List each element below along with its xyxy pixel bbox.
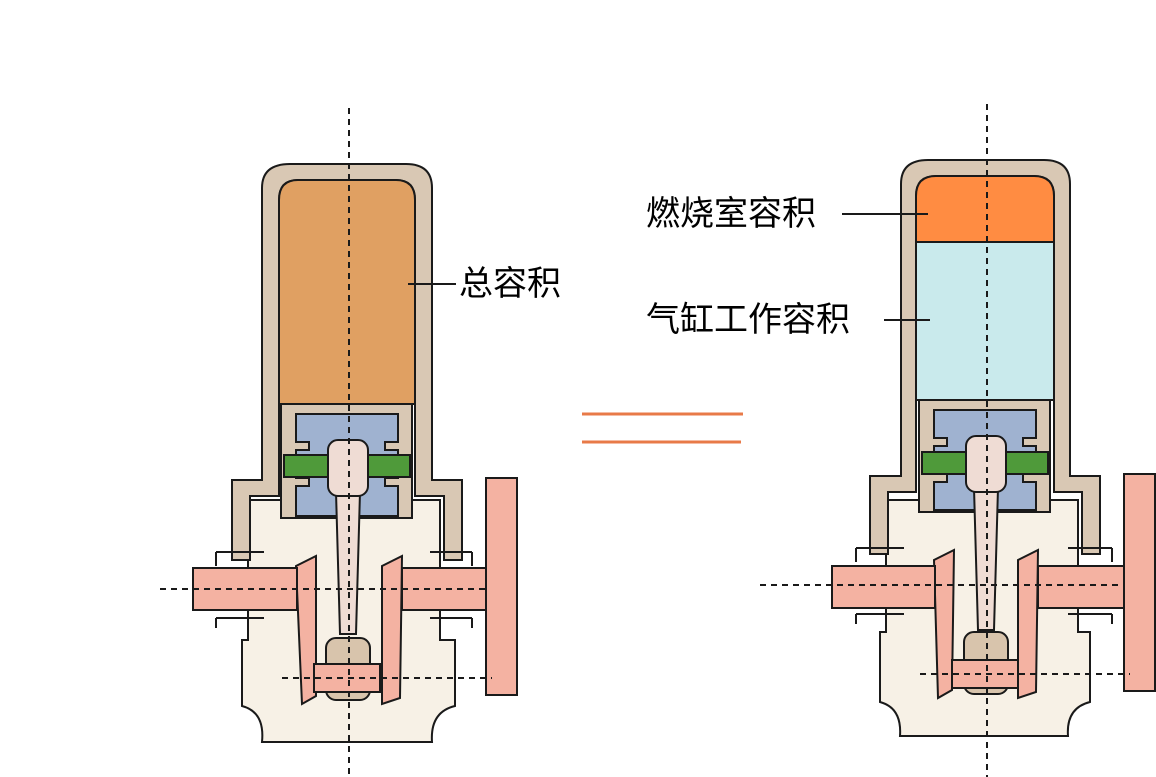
- right-main-journal-right: [1037, 565, 1127, 609]
- right-crank-pin: [951, 659, 1019, 689]
- combustion-chamber-volume-label: 燃烧室容积: [646, 194, 816, 234]
- right-engine: [760, 104, 1156, 777]
- total-volume-label: 总容积: [459, 264, 561, 304]
- left-crank-web-left: [294, 554, 317, 706]
- equals-sign: [582, 412, 743, 444]
- right-flywheel: [1123, 473, 1156, 692]
- left-crank-web-right: [381, 554, 404, 706]
- right-bearing-brackets: [855, 547, 1113, 624]
- left-flywheel: [485, 477, 518, 696]
- right-crank-web-left: [932, 548, 956, 700]
- right-main-journal-left: [831, 565, 936, 609]
- right-combustion-chamber: [915, 175, 1055, 243]
- right-crank-web-right: [1017, 548, 1040, 700]
- right-working-volume: [915, 241, 1055, 401]
- left-crank-pin: [313, 663, 381, 693]
- left-bearing-upper: [215, 551, 473, 628]
- cylinder-working-volume-label: 气缸工作容积: [646, 300, 850, 340]
- left-engine: [160, 108, 518, 777]
- left-total-volume: [278, 179, 416, 405]
